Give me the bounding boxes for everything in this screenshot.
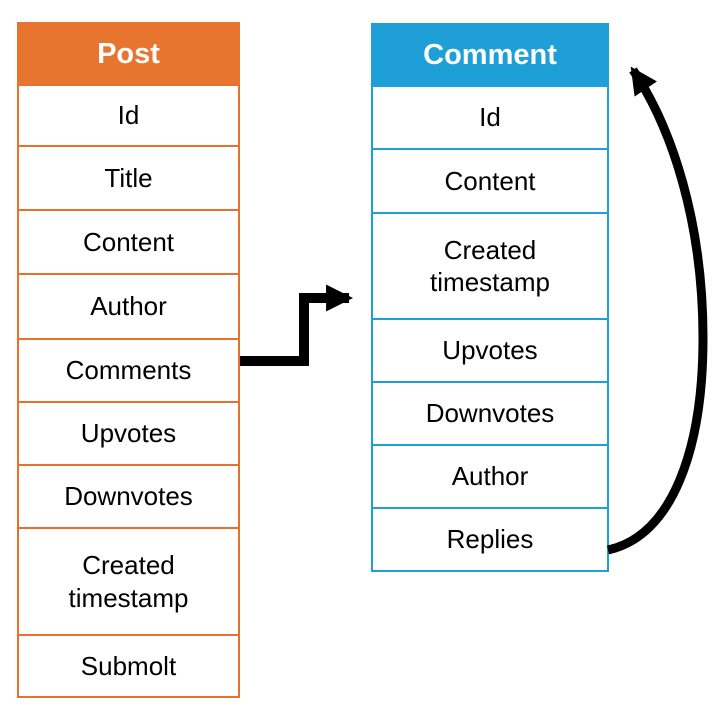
post-field-id: Id [17, 84, 240, 147]
comment-table: Comment Id Content Created timestamp Upv… [371, 23, 609, 572]
comment-field-author: Author [371, 444, 609, 509]
comment-field-id: Id [371, 85, 609, 150]
post-field-title: Title [17, 145, 240, 211]
post-field-content: Content [17, 209, 240, 275]
comment-field-upvotes: Upvotes [371, 318, 609, 383]
comment-replies-self-reference-arrow-icon [606, 66, 708, 555]
post-field-author: Author [17, 273, 240, 340]
comment-field-downvotes: Downvotes [371, 381, 609, 446]
post-table-header: Post [17, 22, 240, 86]
post-field-upvotes: Upvotes [17, 401, 240, 466]
comment-table-header: Comment [371, 23, 609, 87]
post-comments-to-comment-arrow-icon [240, 284, 354, 366]
post-field-downvotes: Downvotes [17, 464, 240, 529]
comment-field-replies: Replies [371, 507, 609, 572]
post-field-submolt: Submolt [17, 634, 240, 698]
post-field-comments: Comments [17, 338, 240, 403]
post-table: Post Id Title Content Author Comments Up… [17, 22, 240, 698]
comment-field-created-timestamp: Created timestamp [371, 212, 609, 320]
post-field-created-timestamp: Created timestamp [17, 527, 240, 636]
comment-field-content: Content [371, 148, 609, 214]
